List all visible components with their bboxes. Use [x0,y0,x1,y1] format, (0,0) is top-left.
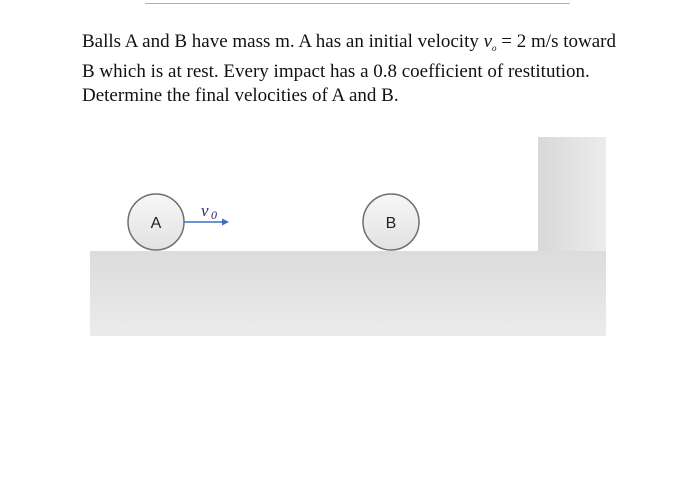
arrowhead-icon [222,218,229,226]
velocity-subscript: o [492,43,497,53]
ground [90,251,606,336]
velocity-symbol: v [483,31,493,52]
velocity-label-subscript: 0 [211,208,217,222]
problem-text-1: Balls A and B have mass m. A has an init… [82,31,484,52]
ball-b-label: B [386,215,397,232]
top-divider [145,3,570,4]
wall [538,137,606,252]
velocity-arrow: v 0 [184,201,229,226]
ball-b-circle [362,193,420,251]
velocity-label: v [201,201,209,220]
ball-a-label: A [151,215,162,232]
ball-b: B [362,193,420,251]
problem-text-2: = 2 m/s toward B which is at rest. Every… [82,31,616,106]
problem-statement: Balls A and B have mass m. A has an init… [82,30,622,108]
ball-a: A [127,193,185,251]
